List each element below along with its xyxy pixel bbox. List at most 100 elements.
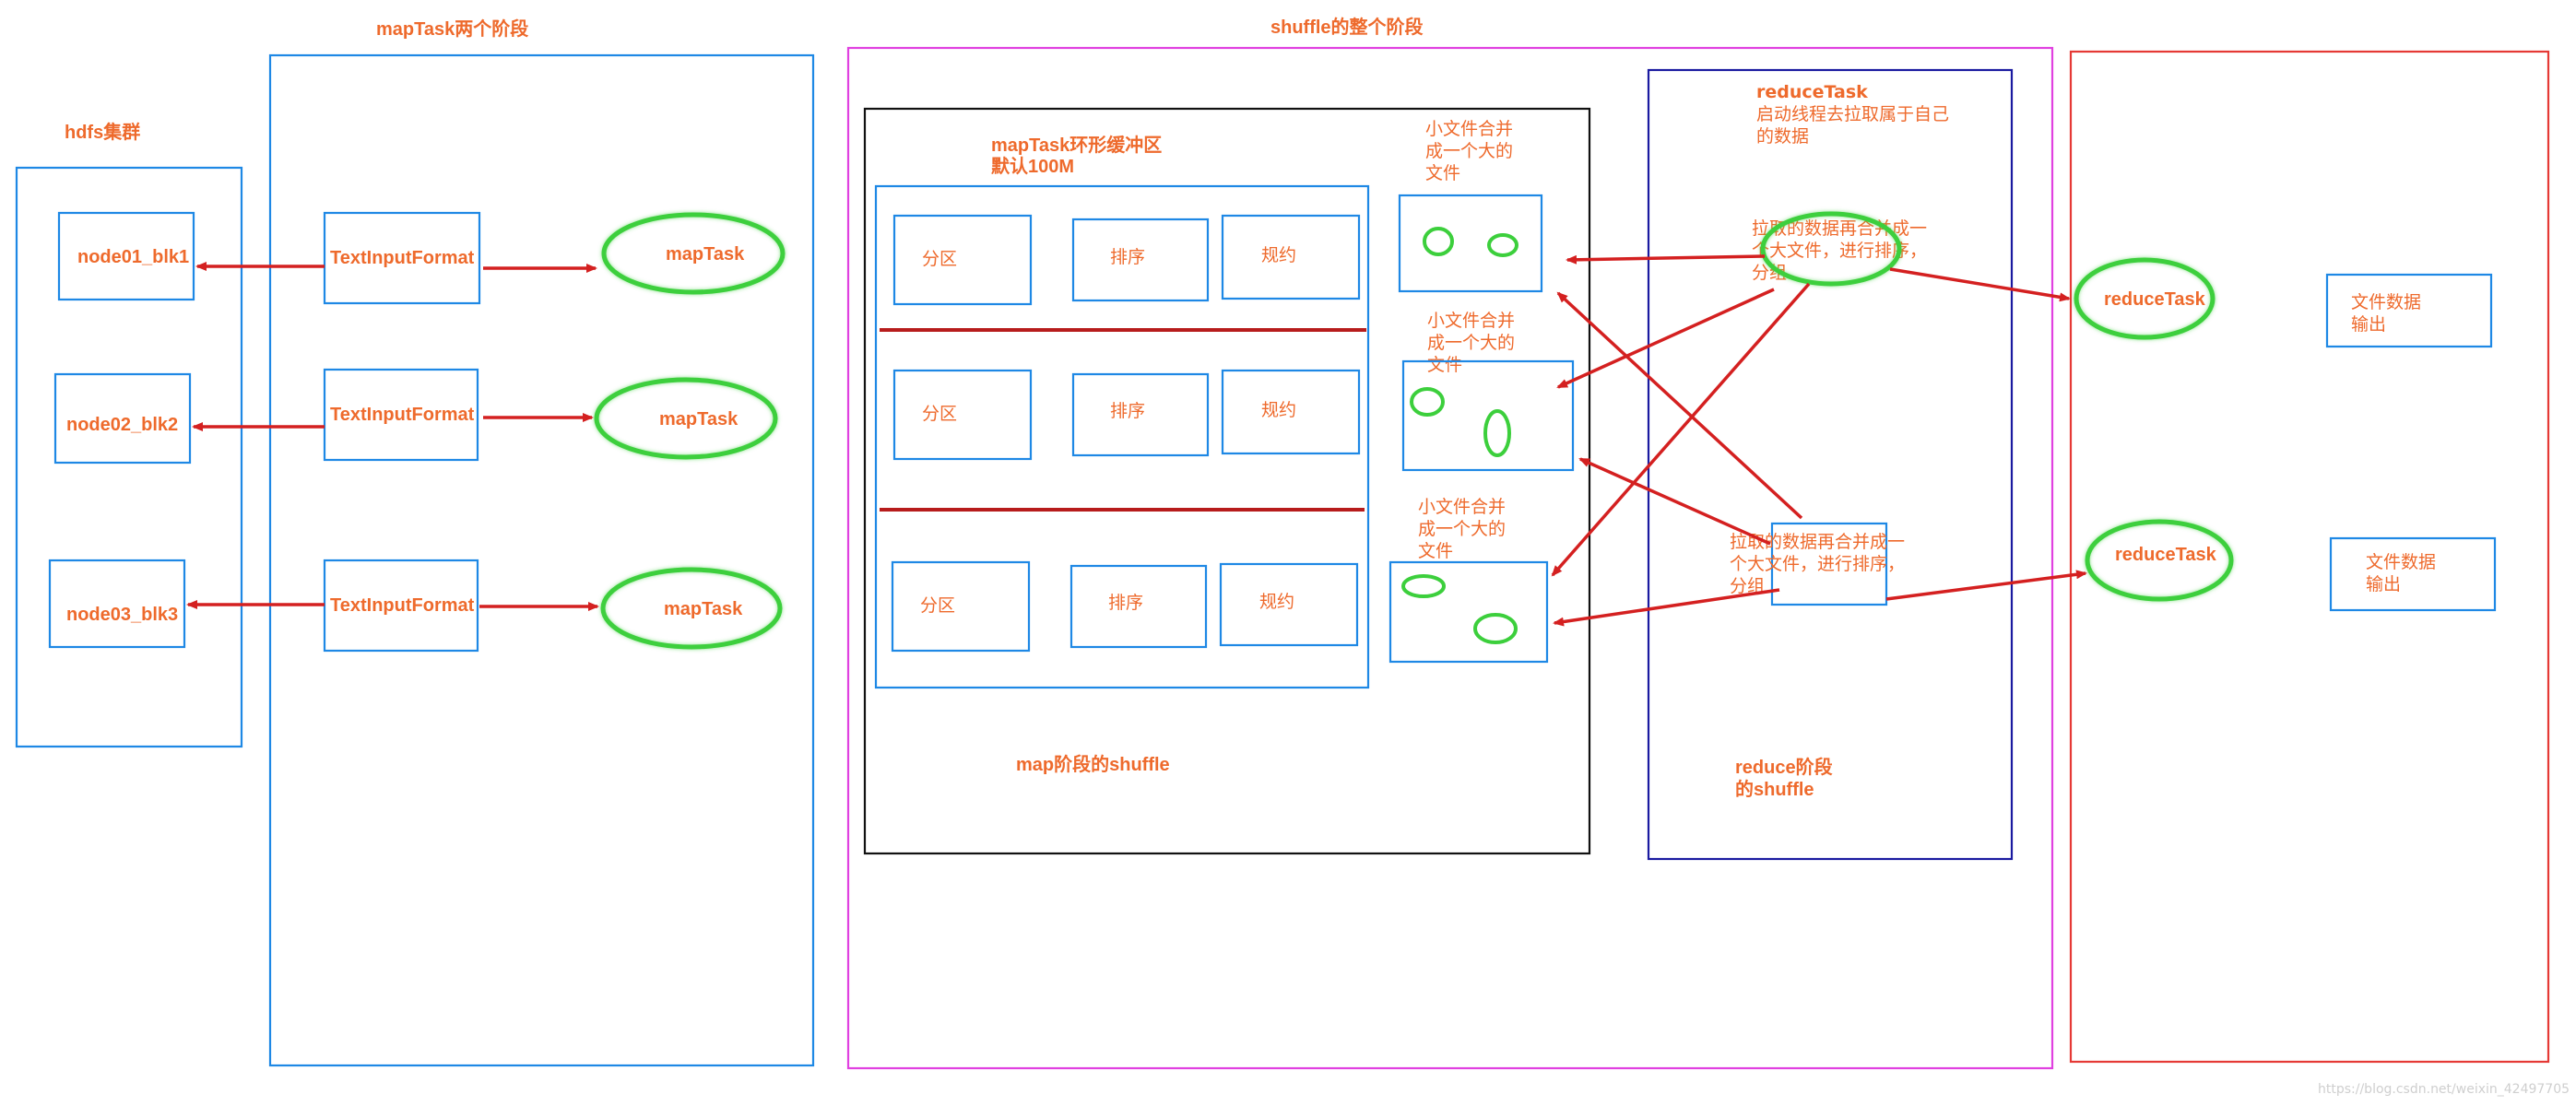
combine-label-3: 规约 bbox=[1259, 592, 1294, 612]
merge-sort-bottom-line3: 分组 bbox=[1730, 576, 1765, 596]
sort-label-1: 排序 bbox=[1110, 247, 1145, 267]
hdfs-node-box-1 bbox=[57, 211, 195, 301]
to-reduce-arrow-2 bbox=[1885, 570, 2087, 601]
reduce-fetch-ellipse bbox=[1760, 211, 1902, 287]
buffer-title-line1: mapTask环形缓冲区 bbox=[991, 134, 1162, 156]
sort-label-3: 排序 bbox=[1108, 593, 1143, 613]
output-box-2 bbox=[2329, 536, 2497, 612]
input-format-box-1 bbox=[323, 211, 481, 305]
partition-box-1 bbox=[892, 214, 1033, 306]
spill-file-1a bbox=[1423, 227, 1454, 256]
hdfs-node-1: node01_blk1 bbox=[77, 247, 189, 267]
reduce-task-1: reduceTask bbox=[2104, 289, 2206, 310]
partition-box-2 bbox=[892, 369, 1033, 461]
watermark: https://blog.csdn.net/weixin_42497705 bbox=[2318, 1082, 2570, 1097]
fetch-arrow-top-1 bbox=[1566, 254, 1766, 265]
merge-label-3-line2: 成一个大的 bbox=[1418, 519, 1506, 539]
hdfs-node-box-3 bbox=[48, 559, 186, 649]
input-format-box-2 bbox=[323, 368, 479, 462]
merged-file-box-2 bbox=[1401, 359, 1575, 472]
map-shuffle-label: map阶段的shuffle bbox=[1016, 753, 1170, 775]
spill-file-2a bbox=[1410, 387, 1445, 417]
reduce-shuffle-line1: reduce阶段 bbox=[1735, 756, 1833, 778]
combine-box-1 bbox=[1221, 214, 1361, 300]
shuffle-title: shuffle的整个阶段 bbox=[1270, 16, 1424, 38]
fetch-arrow-bottom-2 bbox=[1578, 457, 1771, 546]
reduce-fetch-box bbox=[1770, 522, 1888, 606]
merged-file-box-1 bbox=[1398, 194, 1543, 293]
merge-sort-top-line2: 个大文件，进行排序， bbox=[1752, 241, 1927, 261]
reduce-title-line2: 启动线程去拉取属于自己 bbox=[1756, 104, 1949, 124]
spill-file-1b bbox=[1487, 233, 1518, 257]
merged-file-box-3 bbox=[1388, 560, 1549, 664]
spill-file-2b bbox=[1483, 409, 1511, 457]
merge-label-2-line1: 小文件合并 bbox=[1427, 311, 1515, 331]
merge-label-3-line3: 文件 bbox=[1418, 541, 1453, 561]
to-reduce-arrow-1 bbox=[1889, 267, 2071, 302]
input-format-3: TextInputFormat bbox=[330, 595, 475, 616]
partition-label-2: 分区 bbox=[922, 404, 957, 424]
merge-sort-bottom-line2: 个大文件，进行排序， bbox=[1730, 554, 1905, 574]
output-label-1-line2: 输出 bbox=[2351, 314, 2386, 335]
reduce-output-box bbox=[2069, 50, 2550, 1064]
combine-box-2 bbox=[1221, 369, 1361, 455]
output-label-2-line1: 文件数据 bbox=[2366, 552, 2436, 572]
merge-label-2-line3: 文件 bbox=[1427, 355, 1462, 375]
sort-box-3 bbox=[1069, 564, 1208, 649]
reduce-title-line1: reduceTask bbox=[1756, 82, 1868, 102]
hdfs-cluster-box bbox=[15, 166, 243, 748]
reduce-task-2: reduceTask bbox=[2115, 545, 2217, 565]
sort-box-2 bbox=[1071, 372, 1210, 457]
buffer-title-line2: 默认100M bbox=[991, 155, 1074, 177]
map-task-3: mapTask bbox=[664, 599, 743, 619]
reduce-task-ellipse-1 bbox=[2074, 257, 2216, 340]
map-stage-title: mapTask两个阶段 bbox=[376, 18, 528, 40]
reduce-shuffle-line2: 的shuffle bbox=[1735, 778, 1814, 800]
merge-sort-bottom-line1: 拉取的数据再合并成一 bbox=[1730, 532, 1905, 552]
map-task-ellipse-2 bbox=[594, 377, 778, 460]
merge-label-3-line1: 小文件合并 bbox=[1418, 497, 1506, 517]
sort-box-1 bbox=[1071, 218, 1210, 302]
reduce-title-line3: 的数据 bbox=[1756, 126, 1809, 147]
fetch-arrow-top-2 bbox=[1556, 288, 1775, 389]
map-shuffle-box bbox=[863, 107, 1591, 855]
merge-sort-top-line3: 分组 bbox=[1752, 263, 1787, 283]
partition-label-3: 分区 bbox=[920, 595, 955, 616]
spill-file-3a bbox=[1401, 574, 1446, 598]
shuffle-stage-box bbox=[846, 46, 2054, 1070]
reduce-task-ellipse-2 bbox=[2085, 519, 2234, 602]
hdfs-title: hdfs集群 bbox=[65, 121, 140, 143]
output-label-2-line2: 输出 bbox=[2366, 574, 2401, 594]
input-format-2: TextInputFormat bbox=[330, 405, 475, 425]
hdfs-node-box-2 bbox=[53, 372, 192, 465]
spill-file-3b bbox=[1473, 613, 1518, 644]
partition-box-3 bbox=[891, 560, 1031, 653]
hdfs-node-3: node03_blk3 bbox=[66, 605, 178, 625]
input-format-1: TextInputFormat bbox=[330, 248, 475, 268]
map-task-1: mapTask bbox=[666, 244, 745, 265]
output-box-1 bbox=[2325, 273, 2493, 348]
reduce-shuffle-box bbox=[1647, 68, 2014, 861]
map-task-ellipse-3 bbox=[600, 567, 783, 650]
combine-label-2: 规约 bbox=[1261, 400, 1296, 420]
combine-label-1: 规约 bbox=[1261, 245, 1296, 265]
merge-label-2-line2: 成一个大的 bbox=[1427, 333, 1515, 353]
partition-label-1: 分区 bbox=[922, 249, 957, 269]
map-stage-box bbox=[268, 53, 815, 1067]
fetch-arrow-top-3 bbox=[1551, 282, 1811, 577]
combine-box-3 bbox=[1219, 562, 1359, 647]
hdfs-node-2: node02_blk2 bbox=[66, 415, 178, 435]
merge-label-1-line2: 成一个大的 bbox=[1425, 141, 1513, 161]
map-task-ellipse-1 bbox=[601, 212, 786, 295]
merge-sort-top-line1: 拉取的数据再合并成一 bbox=[1752, 218, 1927, 239]
merge-label-1-line3: 文件 bbox=[1425, 163, 1460, 183]
ring-buffer-box bbox=[874, 184, 1370, 689]
output-label-1-line1: 文件数据 bbox=[2351, 292, 2421, 312]
fetch-arrow-bottom-1 bbox=[1556, 291, 1803, 520]
fetch-arrow-bottom-3 bbox=[1553, 588, 1780, 627]
merge-label-1-line1: 小文件合并 bbox=[1425, 119, 1513, 139]
map-task-2: mapTask bbox=[659, 409, 739, 429]
sort-label-2: 排序 bbox=[1110, 401, 1145, 421]
